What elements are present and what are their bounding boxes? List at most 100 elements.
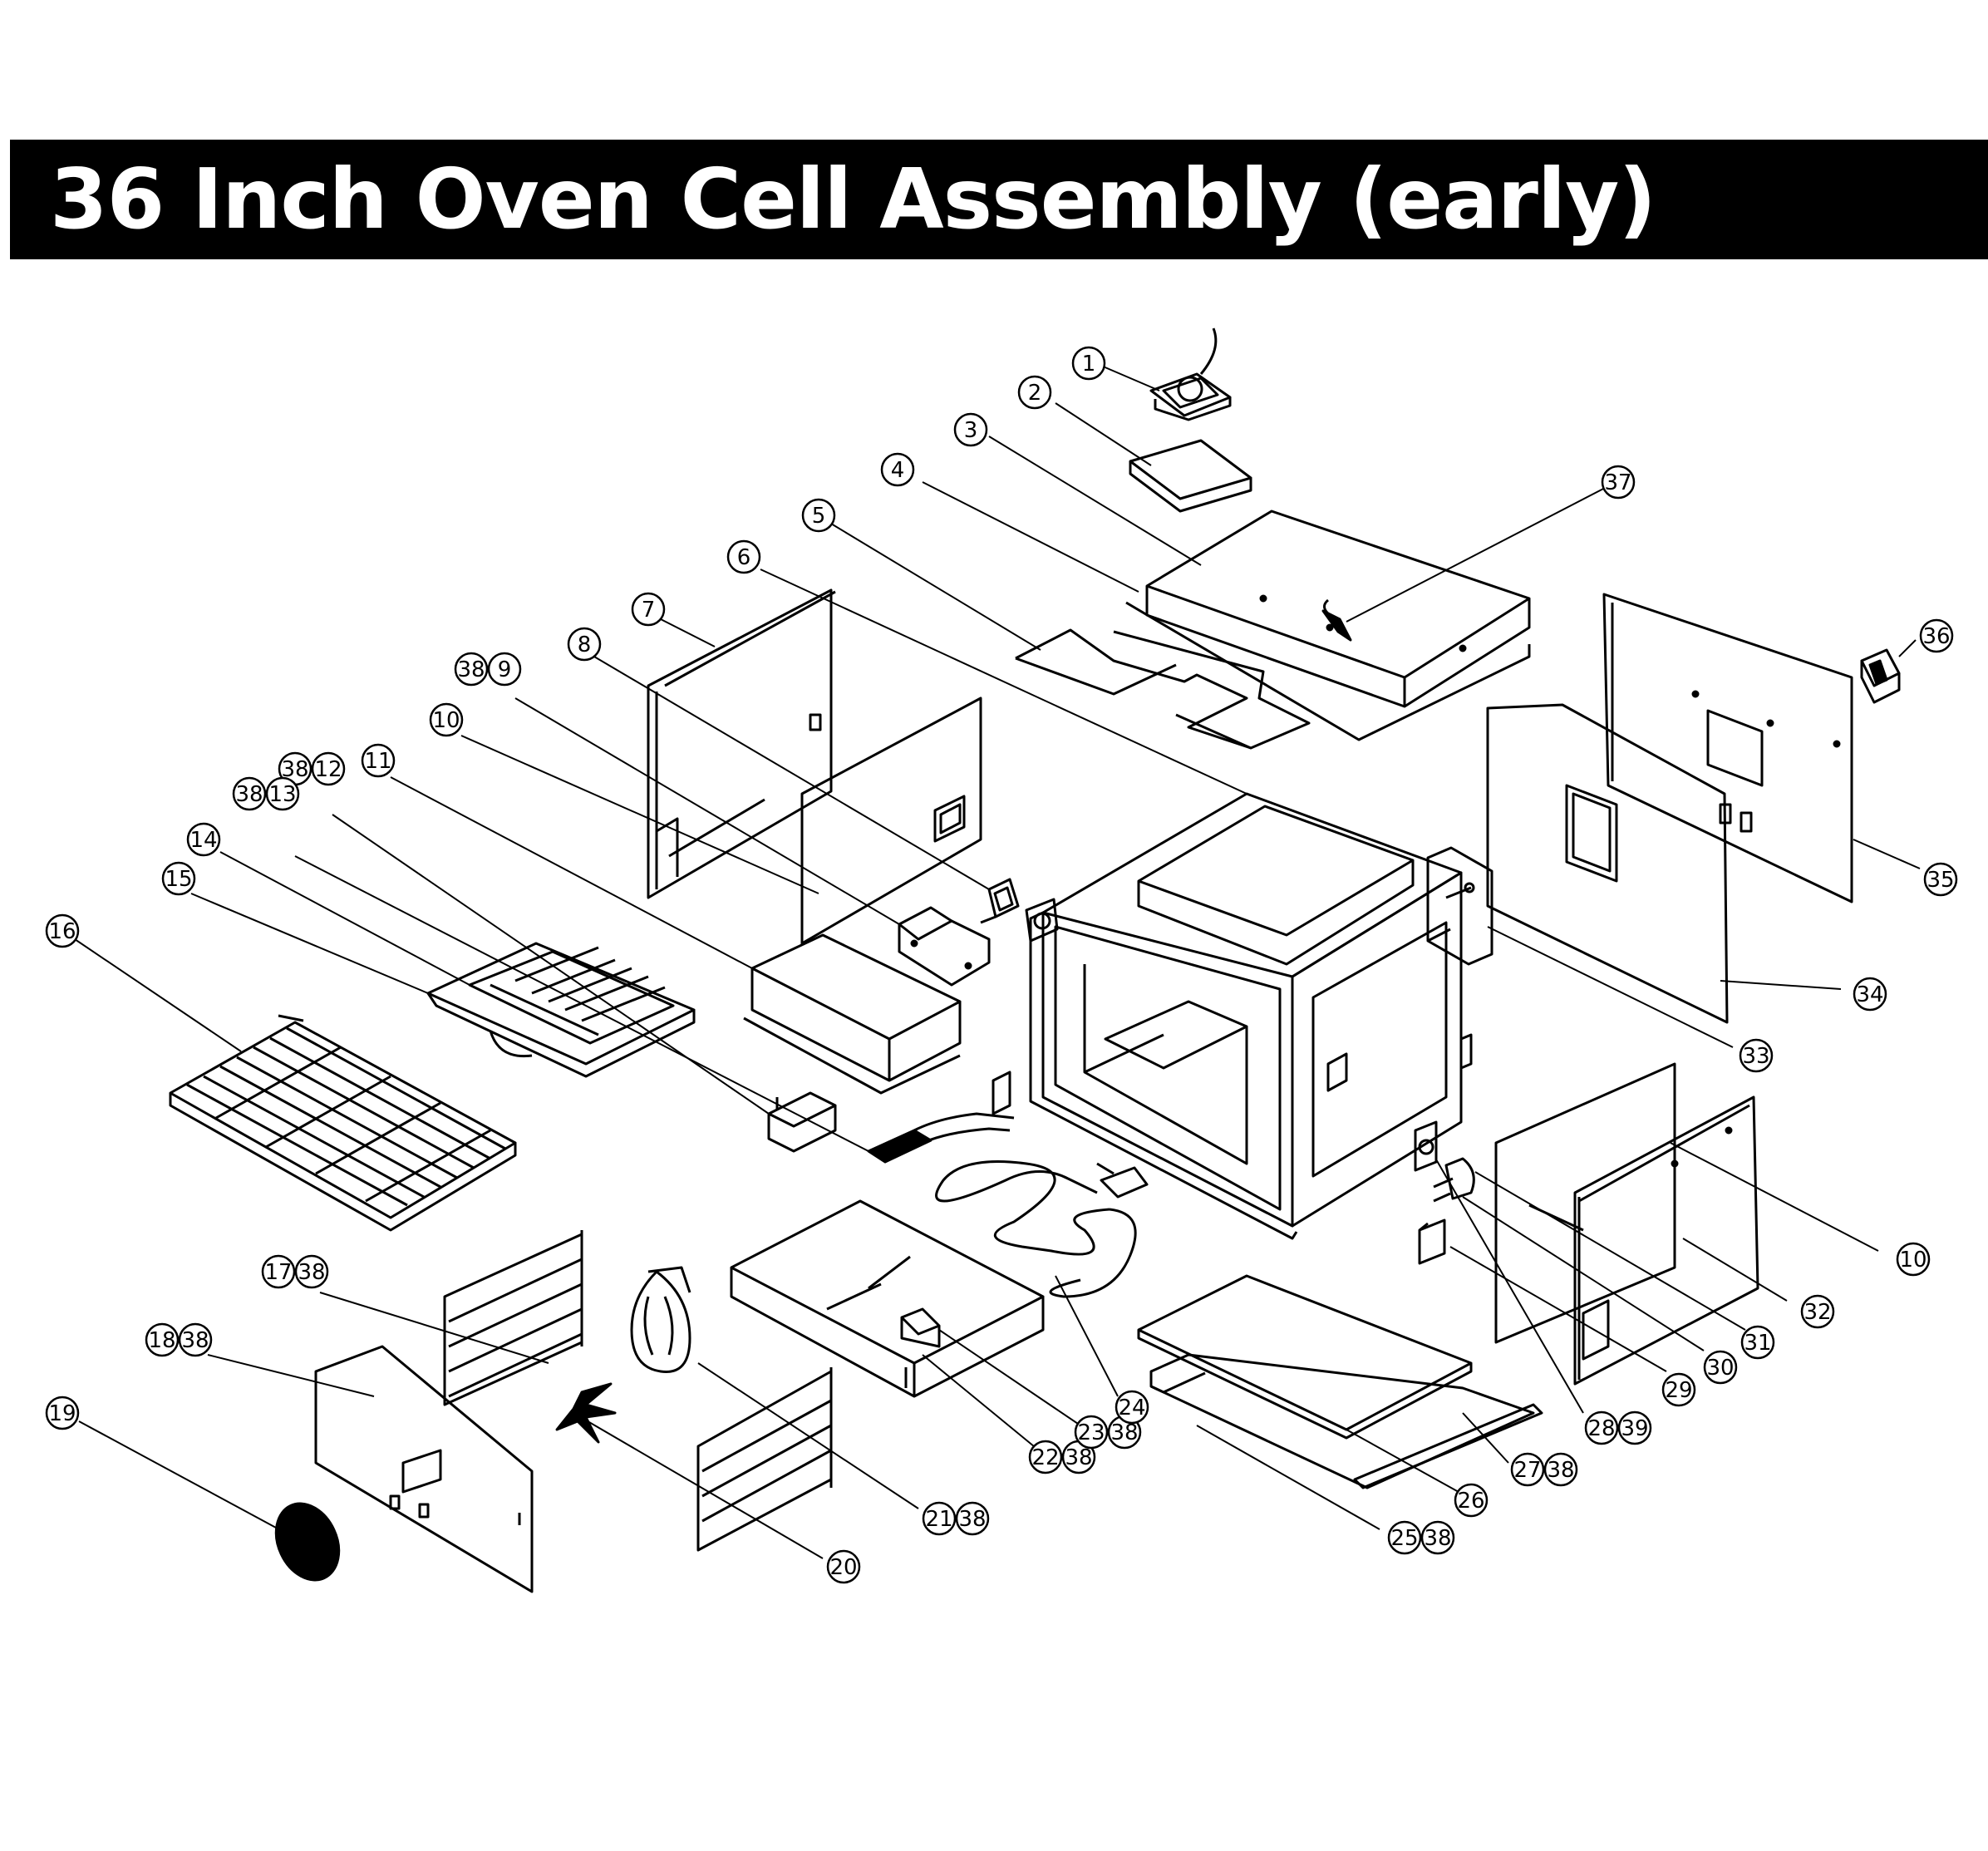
callout-bubble xyxy=(1510,1452,1545,1487)
leader-lines xyxy=(74,365,1921,1559)
callout-bubble xyxy=(178,1322,213,1357)
callout-bubble xyxy=(261,1254,296,1289)
callout-c19: 19 xyxy=(45,1396,80,1430)
part-7-side-panel xyxy=(647,588,836,899)
callout-number: 14 xyxy=(189,828,217,853)
callout-c32: 32 xyxy=(1800,1294,1835,1329)
callout-bubble xyxy=(232,776,267,811)
callout-bubble xyxy=(1584,1410,1619,1445)
part-9-bracket xyxy=(980,878,1020,924)
callout-number: 2 xyxy=(1028,381,1042,406)
callout-c4: 4 xyxy=(880,452,915,487)
callout-bubble xyxy=(311,751,346,786)
part-19-fan-cover xyxy=(274,1502,341,1582)
callout-bubble xyxy=(487,652,522,687)
callout-number: 13 xyxy=(268,782,296,807)
callout-number: 10 xyxy=(432,708,460,733)
callout-bubble xyxy=(922,1501,957,1536)
callout-number: 20 xyxy=(829,1555,857,1580)
callout-c26: 26 xyxy=(1454,1483,1489,1518)
callout-bubble xyxy=(145,1322,180,1357)
callout-bubble xyxy=(1420,1520,1455,1555)
part-33-mounting-plate xyxy=(1426,846,1493,966)
callout-bubble xyxy=(45,913,80,948)
callout-bubble xyxy=(1071,346,1106,381)
callout-number: 38 xyxy=(1547,1458,1574,1483)
callout-c16: 16 xyxy=(45,913,80,948)
callout-c5: 5 xyxy=(801,498,836,533)
callout-number: 7 xyxy=(642,598,656,623)
callout-number: 18 xyxy=(148,1328,175,1353)
oven-cavity xyxy=(1029,792,1473,1240)
callout-number: 12 xyxy=(314,757,342,782)
callout-bubble xyxy=(1739,1038,1774,1073)
callout-bubble xyxy=(1028,1440,1063,1474)
callout-bubble xyxy=(880,452,915,487)
callout-number: 24 xyxy=(1118,1396,1145,1420)
part-27-strip xyxy=(1353,1403,1543,1489)
part-10-right-panel xyxy=(1494,1062,1676,1344)
callout-bubble xyxy=(1601,465,1636,500)
callout-bubble xyxy=(631,592,666,627)
callout-number: 39 xyxy=(1621,1416,1648,1441)
callout-bubble xyxy=(1617,1410,1652,1445)
callout-bubble xyxy=(361,743,396,778)
callout-bubble xyxy=(1074,1415,1109,1450)
part-32-right-panel xyxy=(1573,1095,1759,1386)
part-14-broiler-grid xyxy=(468,946,675,1045)
callout-bubble xyxy=(567,627,602,662)
callout-number: 28 xyxy=(1587,1416,1615,1441)
part-20-rack-guide xyxy=(696,1367,833,1552)
part-22-bottom-box xyxy=(730,1199,1045,1398)
part-31-thermostat xyxy=(1433,1157,1475,1203)
part-24-bake-element xyxy=(935,1160,1149,1298)
callout-number: 38 xyxy=(1110,1420,1138,1445)
callout-number: 38 xyxy=(181,1328,209,1353)
callout-number: 38 xyxy=(1065,1445,1092,1470)
callout-number: 5 xyxy=(812,504,826,529)
callout-c10a: 10 xyxy=(429,702,464,737)
callout-number: 34 xyxy=(1856,982,1883,1007)
callout-number: 15 xyxy=(165,867,192,892)
part-8-side-panel xyxy=(800,697,982,945)
callout-bubble xyxy=(1919,618,1954,653)
part-29-block xyxy=(1418,1218,1446,1265)
part-16-oven-rack xyxy=(169,1014,517,1232)
part-2-tray xyxy=(1129,439,1252,513)
callout-number: 8 xyxy=(578,633,592,657)
callout-bubble xyxy=(1800,1294,1835,1329)
callout-number: 22 xyxy=(1031,1445,1059,1470)
callout-c1: 1 xyxy=(1071,346,1106,381)
part-36-switch xyxy=(1860,648,1901,704)
part-21-convection-element xyxy=(630,1266,691,1373)
callout-bubble xyxy=(45,1396,80,1430)
callout-bubble xyxy=(953,412,988,447)
callout-number: 25 xyxy=(1390,1526,1418,1551)
callout-number: 29 xyxy=(1665,1378,1692,1403)
callout-number: 16 xyxy=(48,919,76,944)
callout-bubble xyxy=(1896,1242,1931,1277)
callout-number: 35 xyxy=(1926,868,1954,893)
callout-bubble xyxy=(1454,1483,1489,1518)
part-25-bottom-plate xyxy=(1149,1353,1535,1489)
callout-bubble xyxy=(186,822,221,857)
callout-c24: 24 xyxy=(1115,1390,1149,1425)
part-13-broil-element xyxy=(867,1071,1015,1164)
part-15-broiler-pan xyxy=(426,942,696,1078)
callout-number: 26 xyxy=(1457,1489,1484,1514)
callout-c29: 29 xyxy=(1661,1372,1696,1407)
callout-c8: 8 xyxy=(567,627,602,662)
callout-number: 21 xyxy=(925,1507,952,1532)
callout-number: 10 xyxy=(1899,1248,1926,1273)
callout-c2: 2 xyxy=(1017,375,1052,410)
callout-number: 27 xyxy=(1513,1458,1541,1483)
